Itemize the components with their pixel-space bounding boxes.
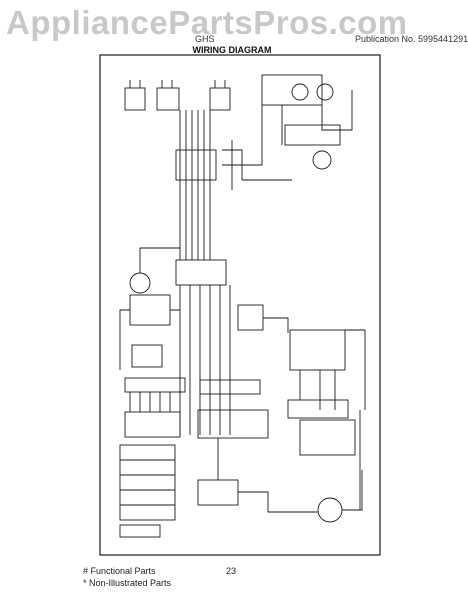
relay-box xyxy=(261,74,323,106)
page-number: 23 xyxy=(226,566,237,576)
harness-connector-top xyxy=(175,149,217,181)
lower-connector-1 xyxy=(124,377,186,393)
defrost-heater xyxy=(129,294,171,326)
defrost-timer xyxy=(129,272,151,294)
bottom-label xyxy=(119,524,161,538)
model-number: GHS xyxy=(195,34,215,44)
watermark: AppliancePartsPros.com xyxy=(6,4,408,41)
page-title: WIRING DIAGRAM xyxy=(192,45,272,55)
compressor-terminal-2 xyxy=(316,83,334,101)
harness-connector-mid xyxy=(175,259,227,286)
wire-legend-box xyxy=(119,444,176,521)
diagram-frame xyxy=(99,54,381,556)
lower-connector-3 xyxy=(124,411,181,438)
connector-block-3 xyxy=(209,87,231,111)
main-harness xyxy=(179,110,211,260)
functional-parts-legend: # Functional Parts xyxy=(83,566,156,576)
control-board-right xyxy=(299,419,356,456)
thermistor xyxy=(317,497,343,523)
publication-number: Publication No. 5995441291 xyxy=(355,34,468,44)
non-illustrated-parts-legend: * Non-Illustrated Parts xyxy=(83,578,172,588)
light-switch xyxy=(237,304,264,331)
damper-block xyxy=(287,399,349,419)
water-valve xyxy=(197,479,239,506)
connector-block-1 xyxy=(124,87,146,111)
lower-harness xyxy=(179,285,231,435)
lower-connector-4 xyxy=(197,409,269,439)
connector-block-2 xyxy=(156,87,180,111)
compressor-label-box xyxy=(284,124,341,146)
lower-connector-2 xyxy=(199,379,261,395)
ice-maker-block xyxy=(289,329,346,371)
freezer-fan xyxy=(131,344,163,368)
compressor-terminal-1 xyxy=(291,83,309,101)
fan-motor xyxy=(312,150,332,170)
